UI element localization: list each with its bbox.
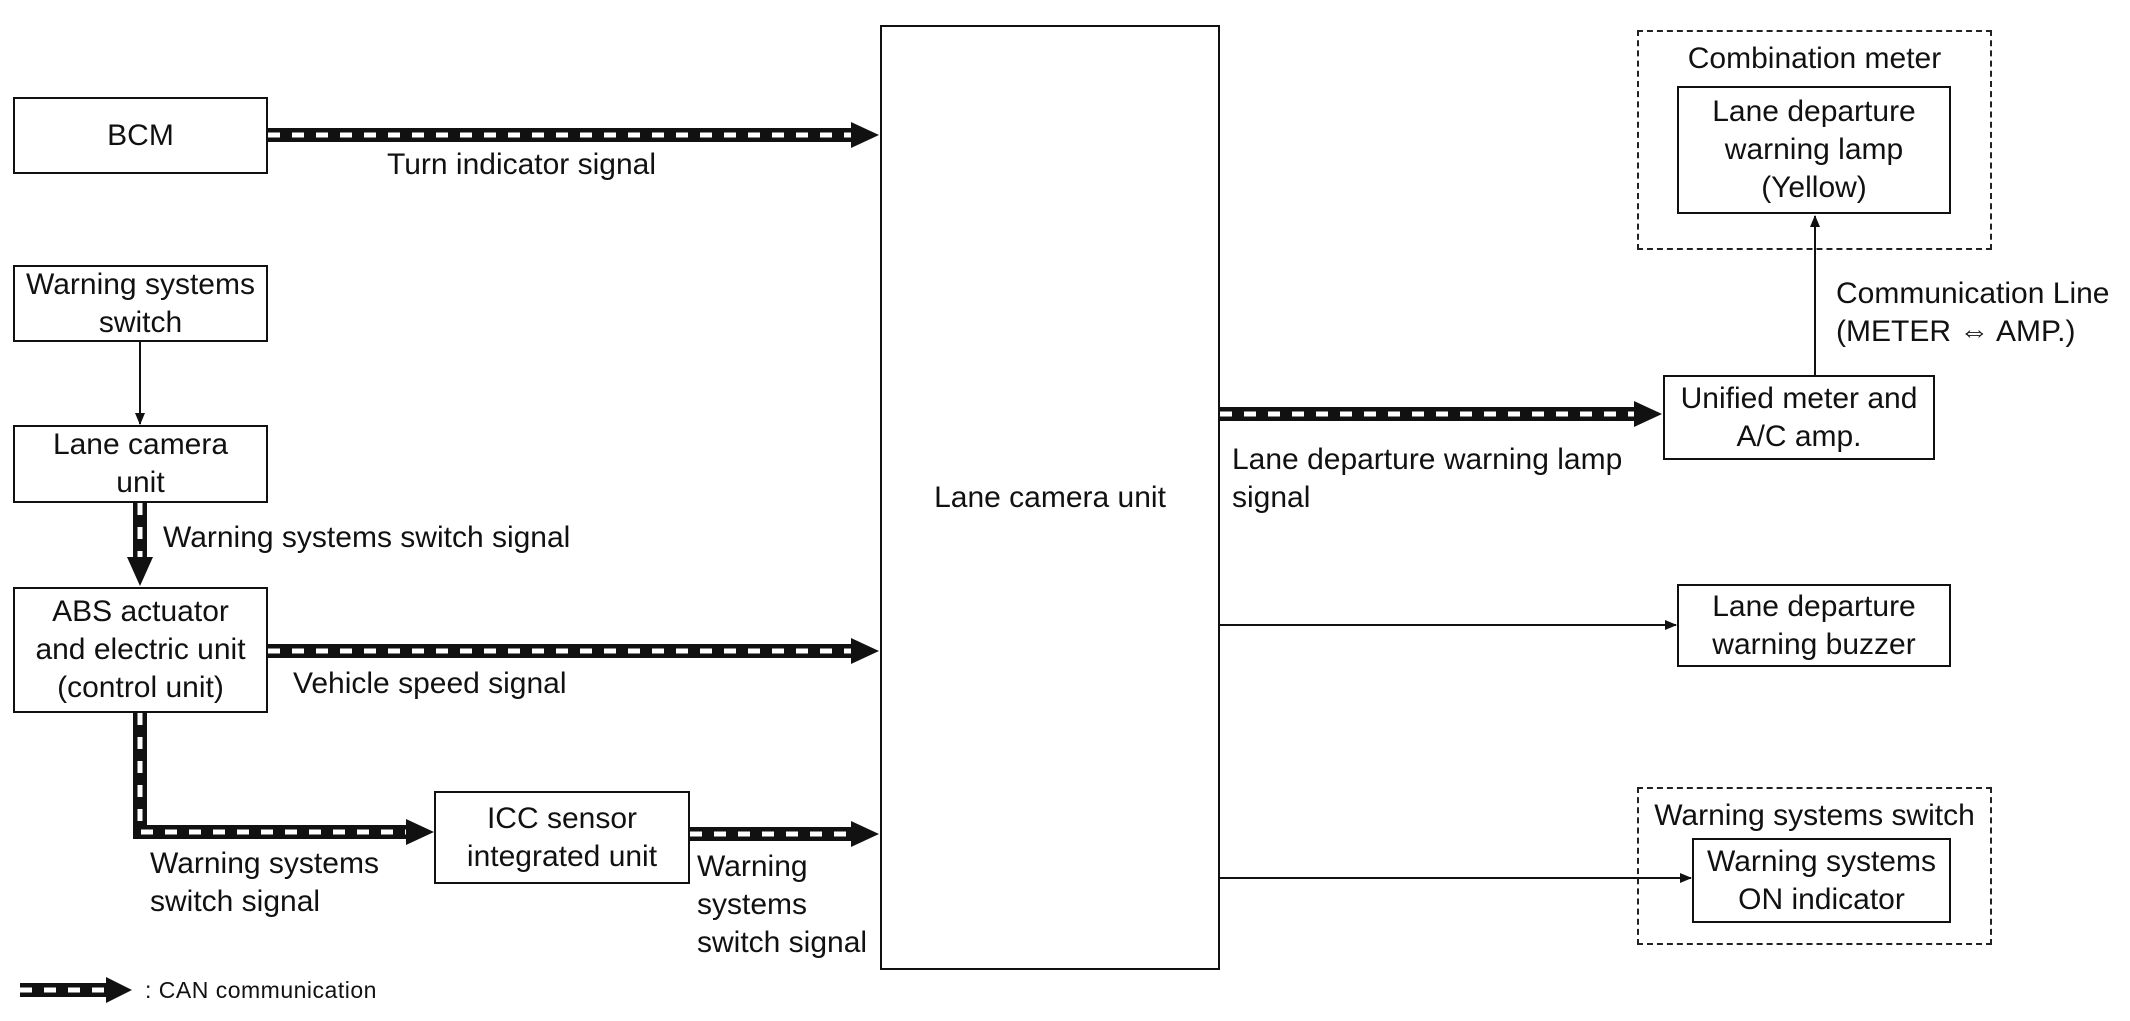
warning-switch-signal-label-2: Warning systems switch signal xyxy=(150,847,379,918)
lane-camera-unit-main-block: Lane camera unit xyxy=(880,25,1220,970)
icc-sensor-block: ICC sensor integrated unit xyxy=(434,791,690,884)
turn-indicator-signal-label: Turn indicator signal xyxy=(387,148,657,181)
lamp-signal-label: Lane departure warning lamp signal xyxy=(1232,443,1623,514)
lane-departure-buzzer-block: Lane departure warning buzzer xyxy=(1677,584,1951,667)
can-arrow-lamp-signal xyxy=(1220,401,1662,427)
unified-meter-block: Unified meter and A/C amp. xyxy=(1663,375,1935,460)
can-arrow-vehicle-speed xyxy=(268,638,879,664)
lane-departure-lamp-block: Lane departure warning lamp (Yellow) xyxy=(1677,86,1951,214)
communication-line-label: Communication Line (METER ⇔ AMP.) xyxy=(1836,277,2110,348)
can-arrow-icc-to-camera xyxy=(690,821,879,847)
warning-switch-group-title: Warning systems switch xyxy=(1654,799,1975,832)
warning-switch-group: Warning systems switch xyxy=(1637,787,1992,945)
warning-on-indicator-block: Warning systems ON indicator xyxy=(1692,838,1951,923)
warning-systems-switch-block: Warning systems switch xyxy=(13,265,268,342)
lane-camera-unit-small-block: Lane camera unit xyxy=(13,425,268,503)
combination-meter-group: Combination meter xyxy=(1637,30,1992,250)
vehicle-speed-signal-label: Vehicle speed signal xyxy=(293,667,567,700)
can-arrow-abs-to-icc xyxy=(133,713,434,845)
can-arrow-turn-indicator xyxy=(268,122,879,148)
legend-can-label: : CAN communication xyxy=(145,977,377,1003)
warning-switch-signal-label-3: Warning systems switch signal xyxy=(697,850,868,959)
bcm-block: BCM xyxy=(13,97,268,174)
warning-switch-signal-label-1: Warning systems switch signal xyxy=(163,521,571,554)
legend-can-symbol xyxy=(20,977,132,1003)
abs-actuator-block: ABS actuator and electric unit (control … xyxy=(13,587,268,713)
can-arrow-camera-to-abs xyxy=(127,503,153,586)
combination-meter-title: Combination meter xyxy=(1687,42,1942,75)
